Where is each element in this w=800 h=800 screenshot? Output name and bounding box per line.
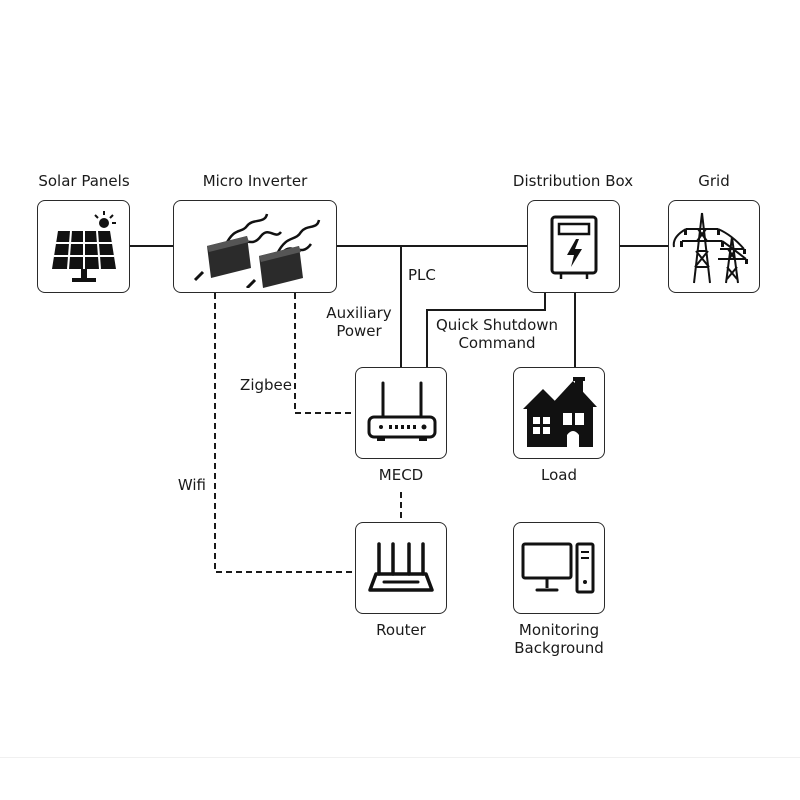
- zigbee-label: Zigbee: [240, 376, 292, 394]
- monitoring-background-label: Monitoring Background: [514, 621, 604, 657]
- load-box: [513, 367, 605, 459]
- quick-shutdown-command-label: Quick Shutdown Command: [435, 316, 559, 352]
- desktop-computer-icon: [521, 542, 595, 594]
- auxiliary-power-label: Auxiliary Power: [326, 304, 392, 340]
- mecd-box: [355, 367, 447, 459]
- distribution-box-box: [527, 200, 620, 293]
- gateway-icon: [367, 381, 437, 441]
- load-label: Load: [541, 466, 577, 484]
- line-zigbee: [294, 293, 355, 414]
- monitoring-background-box: [513, 522, 605, 614]
- grid-label: Grid: [698, 172, 730, 190]
- distribution-box-icon: [550, 215, 597, 279]
- house-icon: [523, 377, 597, 447]
- wifi-label: Wifi: [177, 476, 206, 494]
- solar-panel-icon: [51, 210, 116, 282]
- grid-box: [668, 200, 760, 293]
- micro-inverter-icon: [193, 213, 321, 288]
- micro-inverter-label: Micro Inverter: [202, 172, 308, 190]
- transmission-tower-icon: [672, 212, 748, 283]
- router-label: Router: [376, 621, 426, 639]
- router-box: [355, 522, 447, 614]
- mecd-label: MECD: [378, 466, 424, 484]
- solar-panels-box: [37, 200, 130, 293]
- micro-inverter-box: [173, 200, 337, 293]
- line-wifi: [214, 293, 355, 573]
- distribution-box-label: Distribution Box: [512, 172, 634, 190]
- router-icon: [368, 542, 434, 592]
- line-quick-shutdown: [426, 293, 546, 367]
- footer-divider: [0, 757, 800, 758]
- solar-panels-label: Solar Panels: [38, 172, 130, 190]
- plc-label: PLC: [408, 266, 436, 284]
